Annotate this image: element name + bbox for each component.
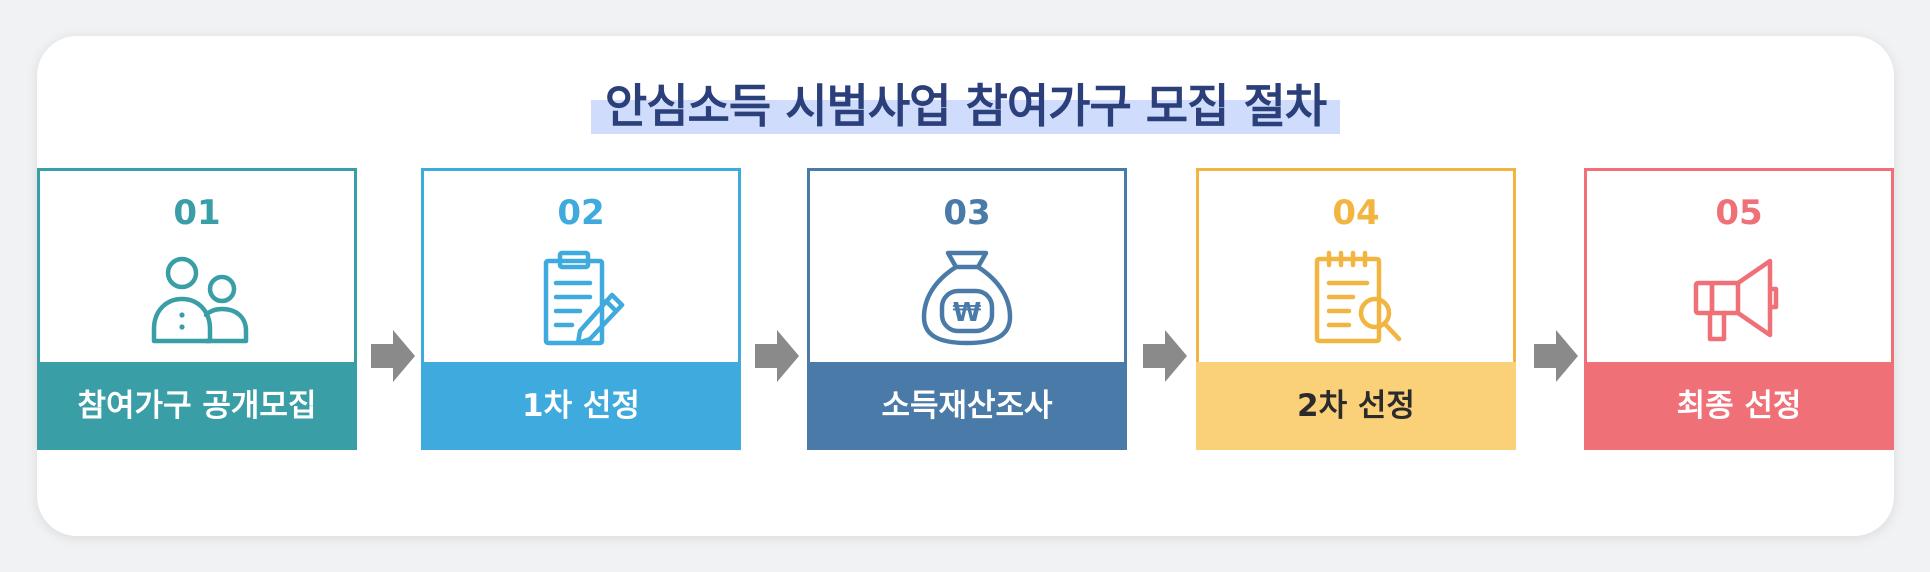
step-label: 참여가구 공개모집 [37,362,357,450]
arrow-right-icon [753,326,801,386]
step-1: 01 참여가구 공개모집 [37,168,357,450]
title-area: 안심소득 시범사업 참여가구 모집 절차 [37,70,1894,136]
step-2: 02 1차 선정 [421,168,741,450]
step-number: 05 [1715,193,1763,233]
clipboard-pen-icon [526,247,636,347]
step-label: 최종 선정 [1584,362,1894,450]
step-number: 01 [173,193,221,233]
step-3: 03 ₩ 소득재산조사 [807,168,1127,450]
megaphone-icon [1684,247,1794,347]
step-label: 2차 선정 [1196,362,1516,450]
arrow-right-icon [1532,326,1580,386]
step-number: 02 [557,193,605,233]
people-icon [142,247,252,347]
step-number: 03 [943,193,991,233]
arrow-right-icon [1141,326,1189,386]
step-number: 04 [1332,193,1380,233]
money-bag-won-icon: ₩ [912,247,1022,347]
step-label: 1차 선정 [421,362,741,450]
step-label: 소득재산조사 [807,362,1127,450]
step-4: 04 2차 선정 [1196,168,1516,450]
arrow-right-icon [369,326,417,386]
page-title: 안심소득 시범사업 참여가구 모집 절차 [590,70,1341,136]
svg-text:₩: ₩ [953,298,982,328]
step-5: 05 최종 선정 [1584,168,1894,450]
page-title-text: 안심소득 시범사업 참여가구 모집 절차 [604,79,1327,133]
document-search-icon [1301,247,1411,347]
